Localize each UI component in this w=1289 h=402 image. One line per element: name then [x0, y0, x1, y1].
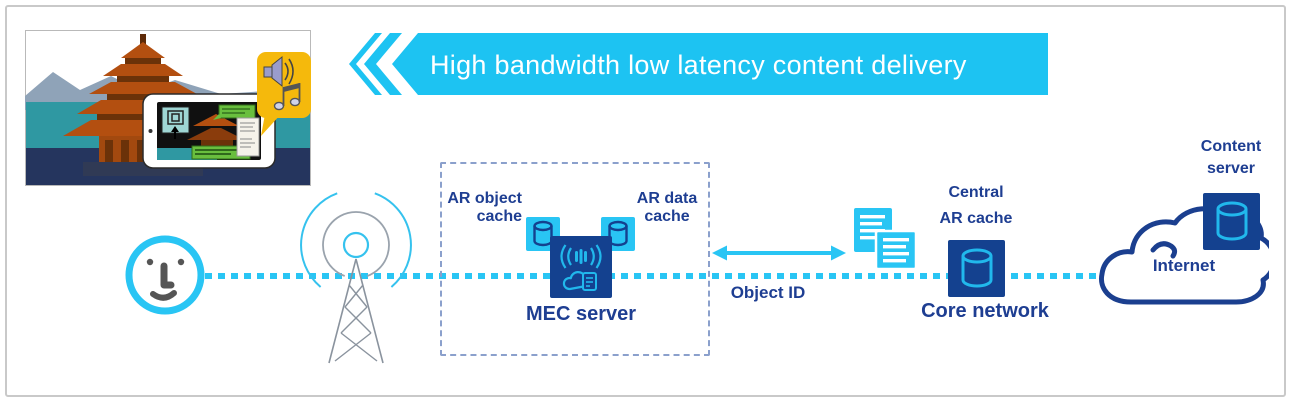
speaker-icon [263, 55, 294, 88]
central-ar-cache-icon [948, 240, 1005, 297]
music-note-icon [273, 83, 301, 111]
ar-data-cache-label: AR data cache [636, 190, 698, 226]
ar-annotation-labels [191, 104, 256, 160]
database-icon [1216, 201, 1247, 240]
ar-object-cache-label: AR object cache [447, 190, 522, 226]
chevron-left-icon [349, 33, 382, 95]
ar-object-cache-icon [526, 217, 560, 251]
internet-label: Internet [1152, 256, 1216, 275]
documents-icon [854, 208, 918, 270]
ar-tablet [142, 93, 276, 169]
double-arrow-icon [712, 245, 846, 261]
audio-bubble [257, 52, 311, 136]
ar-scene-image [25, 30, 311, 186]
mec-server-glyph [560, 244, 602, 291]
outer-frame [5, 5, 1286, 397]
central-ar-cache-label: Central AR cache [939, 184, 1013, 228]
user-face-icon [125, 235, 205, 315]
content-server-icon [1203, 193, 1260, 250]
core-network-label: Core network [921, 300, 1049, 322]
mec-server-icon [550, 236, 612, 298]
banner-ribbon [349, 33, 1048, 95]
database-icon [961, 248, 992, 287]
ar-marker-icon [161, 106, 190, 139]
ar-info-panel [236, 117, 260, 157]
connection-dotted-line [205, 273, 1105, 279]
chevron-left-icon [364, 33, 402, 95]
content-server-label: Content server [1200, 138, 1262, 178]
banner-title: High bandwidth low latency content deliv… [430, 49, 967, 80]
mec-edge-boundary-box [440, 162, 710, 356]
object-id-label: Object ID [730, 283, 806, 302]
cell-tower-icon [300, 192, 412, 364]
mec-server-label: MEC server [525, 303, 637, 325]
banner-body [392, 33, 1048, 95]
